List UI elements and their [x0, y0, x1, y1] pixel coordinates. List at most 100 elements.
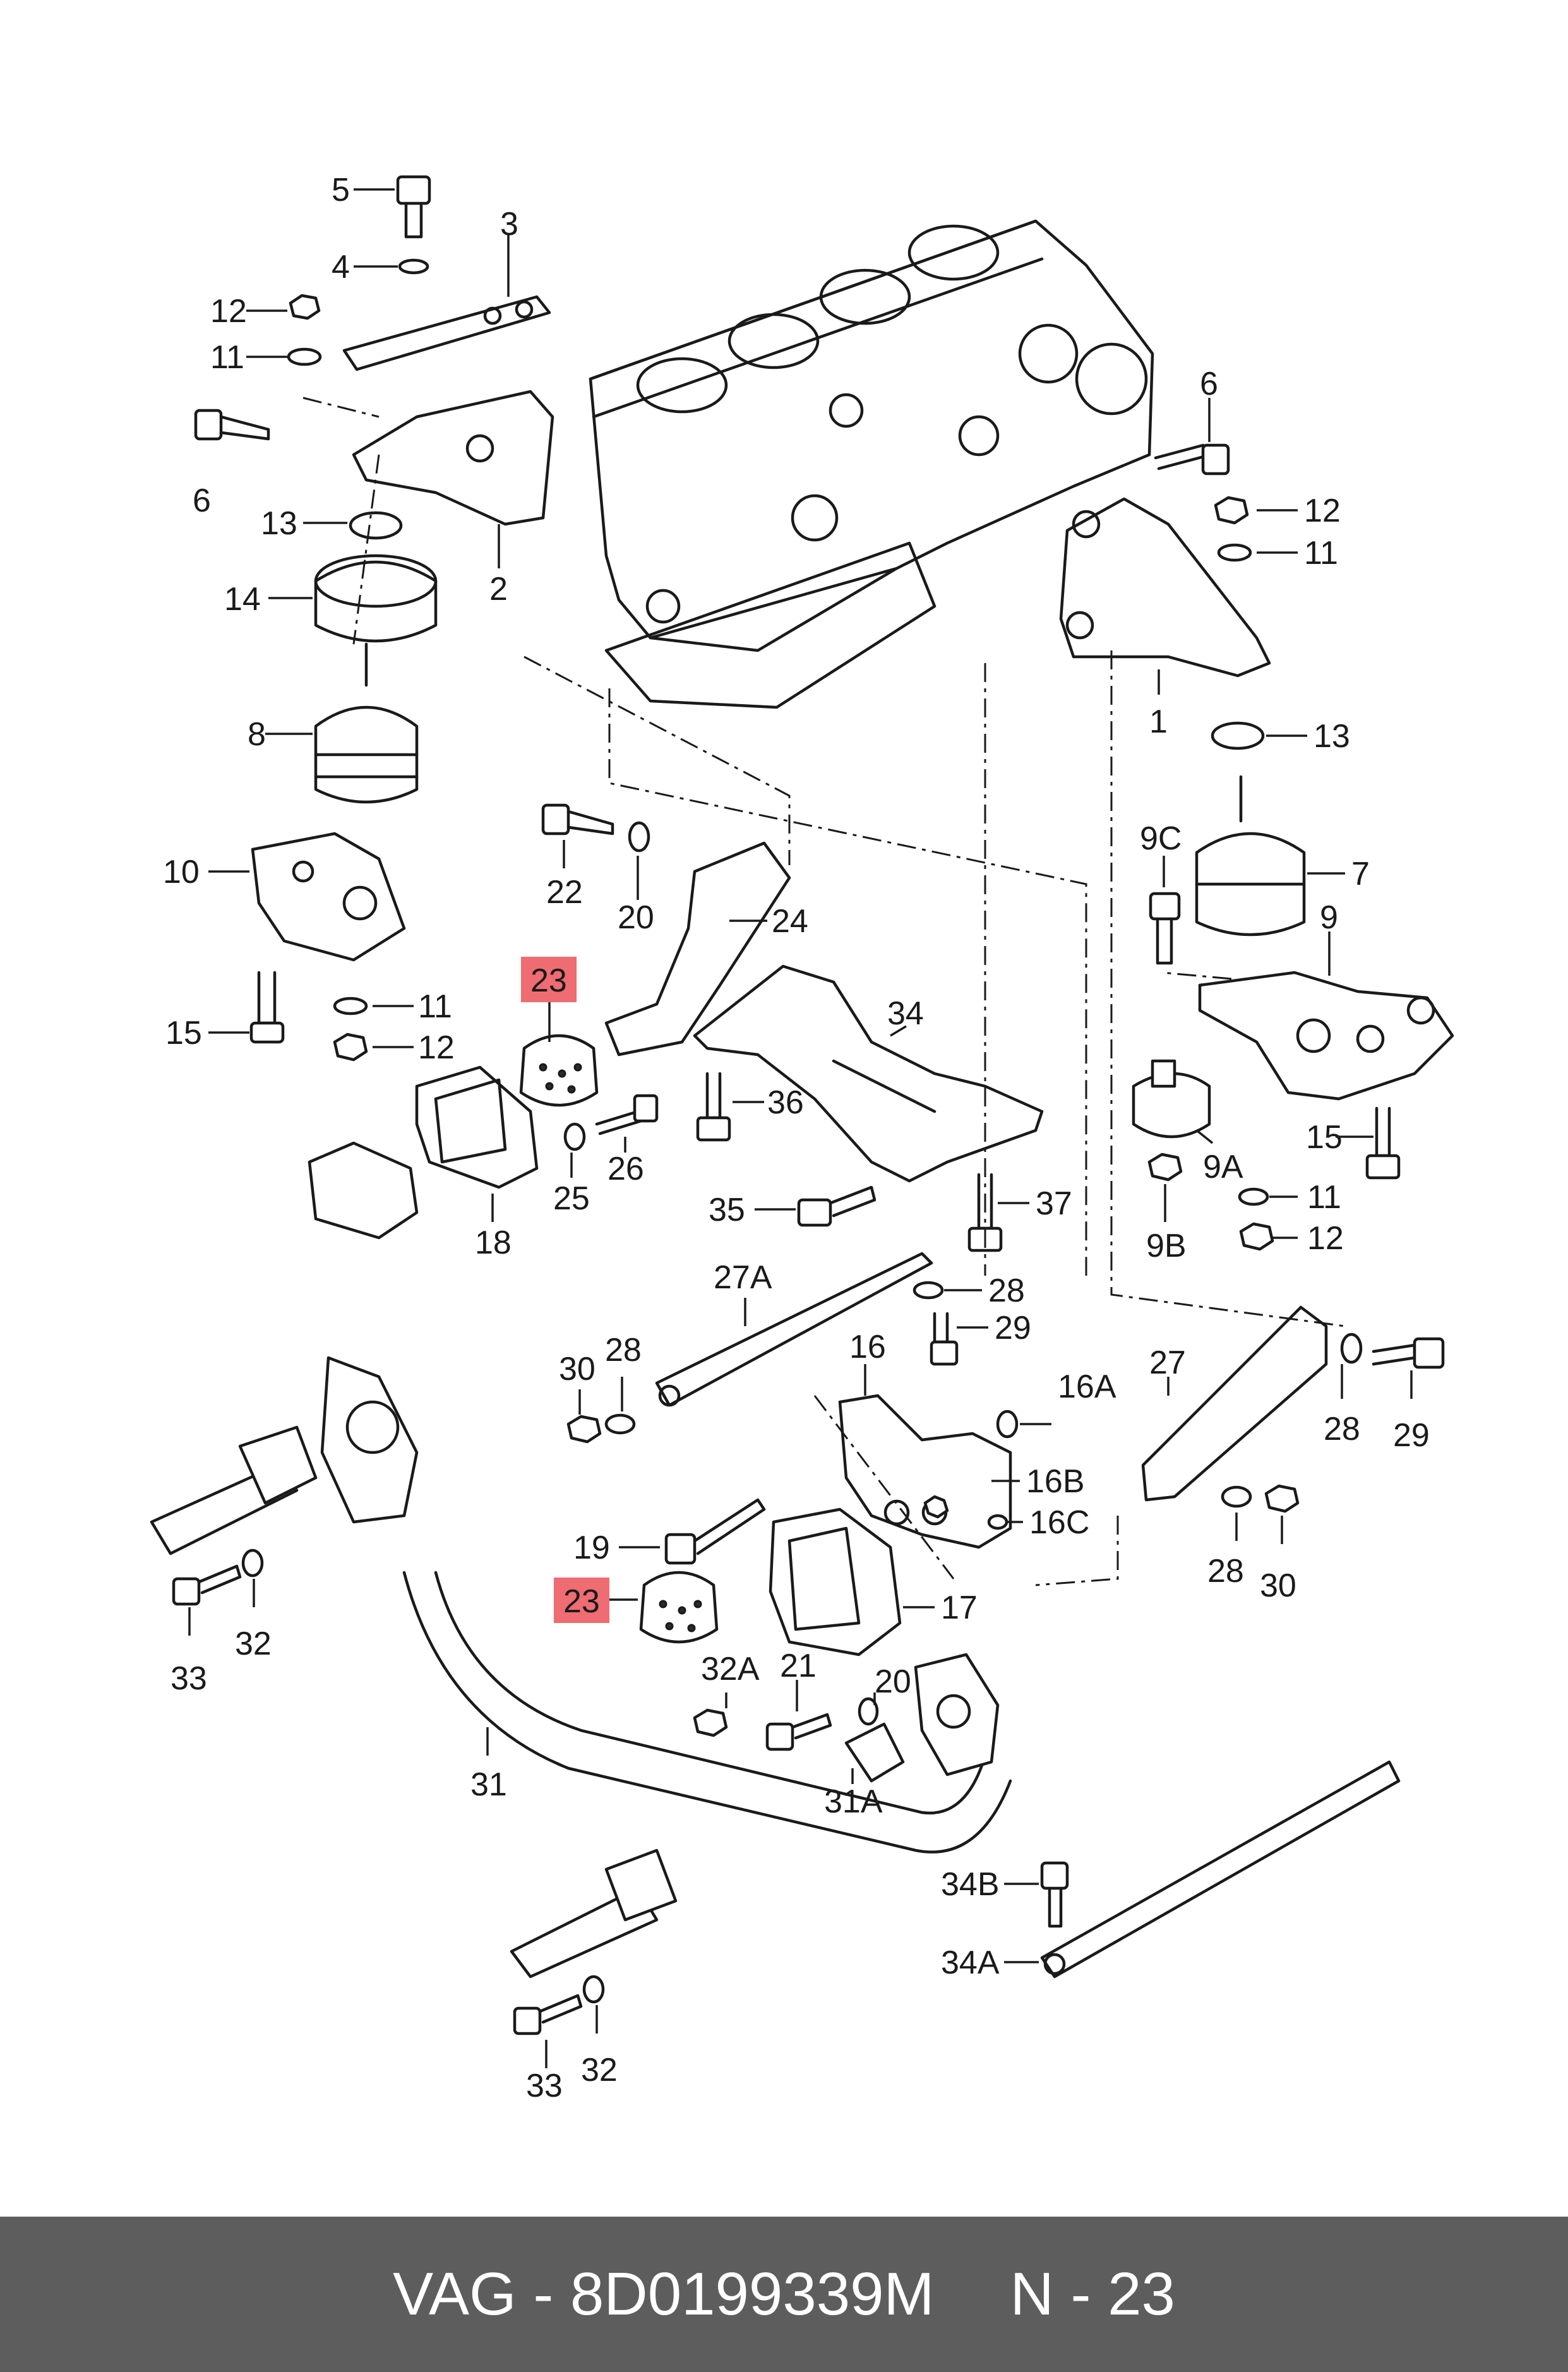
part-9a-buffer [1132, 1059, 1214, 1144]
label-9C: 9C [1140, 820, 1182, 857]
label-12: 12 [418, 1029, 455, 1066]
part-9c-bolt [1149, 856, 1181, 965]
label-6: 6 [1200, 366, 1218, 402]
label-36: 36 [767, 1084, 804, 1121]
label-33: 33 [171, 1660, 207, 1697]
part-34a-strut [1004, 1760, 1401, 1979]
label-27A: 27A [714, 1259, 772, 1296]
part-11-washer-c [1217, 543, 1298, 562]
part-12-nut-a [246, 294, 321, 320]
highlight-23-b [554, 1578, 609, 1623]
part-31a-clip [844, 1722, 905, 1784]
left-support-arm-upper [150, 1425, 318, 1555]
label-12: 12 [1304, 493, 1341, 529]
part-29-bolt-b [1372, 1337, 1445, 1399]
part-13-washer-b [1211, 721, 1307, 750]
label-29: 29 [995, 1310, 1031, 1346]
part-33-bolt-a [172, 1564, 242, 1636]
label-17: 17 [941, 1590, 978, 1626]
label-26: 26 [607, 1151, 644, 1187]
part-28-washer-d [1221, 1485, 1252, 1541]
part-23-bushing-b [606, 1571, 719, 1644]
label-13: 13 [1314, 718, 1350, 755]
label-28: 28 [1324, 1411, 1360, 1447]
label-28: 28 [605, 1332, 642, 1369]
label-20: 20 [875, 1663, 911, 1700]
label-29: 29 [1393, 1417, 1430, 1454]
part-1-bracket [1059, 497, 1271, 695]
part-10-bracket [208, 832, 406, 962]
label-11: 11 [210, 339, 244, 376]
label-12: 12 [1307, 1220, 1344, 1257]
label-16A: 16A [1058, 1369, 1116, 1405]
label-5: 5 [332, 172, 350, 208]
label-12: 12 [210, 293, 247, 330]
part-20-washer-b [858, 1692, 879, 1726]
label-33: 33 [526, 2068, 563, 2104]
label-19: 19 [573, 1530, 610, 1566]
part-23-bushing-a [519, 1001, 599, 1107]
part-37-bolt [967, 1173, 1029, 1252]
part-13-washer-a [303, 511, 403, 540]
label-35: 35 [709, 1192, 745, 1228]
part-29-bolt-a [930, 1312, 988, 1366]
label-2: 2 [489, 571, 508, 608]
part-27-strut [1141, 1305, 1328, 1502]
label-28: 28 [988, 1273, 1025, 1309]
part-27a-strut [655, 1252, 933, 1407]
part-7-engine-mount [1195, 775, 1345, 937]
part-number-footer: VAG - 8D0199339M N - 23 [0, 2217, 1568, 2372]
part-3-plate [342, 234, 551, 371]
left-support-arm-lower [510, 1848, 678, 1979]
label-34B: 34B [941, 1866, 1000, 1903]
part-14-buffer [268, 554, 438, 643]
label-27: 27 [1149, 1345, 1186, 1381]
part-6-bolt-b [1154, 398, 1230, 476]
part-15-bolt-b [1336, 1106, 1401, 1180]
part-22-bolt [541, 803, 614, 868]
label-9B: 9B [1146, 1228, 1187, 1264]
label-9: 9 [1320, 899, 1338, 936]
part-28-washer-a [913, 1281, 982, 1300]
label-6: 6 [193, 482, 211, 519]
part-2-bracket [352, 390, 554, 568]
label-25: 25 [553, 1180, 590, 1217]
part-21-bolt [765, 1680, 832, 1751]
part-6-bolt-a [194, 409, 270, 441]
label-9A: 9A [1203, 1149, 1243, 1185]
label-14: 14 [224, 581, 261, 618]
label-10: 10 [163, 854, 200, 890]
label-8: 8 [248, 716, 266, 753]
label-31: 31 [470, 1766, 507, 1803]
engine-block [589, 219, 1154, 709]
part-16-bracket [838, 1364, 1012, 1549]
label-15: 15 [165, 1015, 202, 1051]
label-31A: 31A [824, 1783, 883, 1820]
label-32: 32 [581, 2052, 618, 2088]
part-24-bracket [604, 841, 791, 1057]
label-11: 11 [418, 988, 452, 1025]
part-16b-nut [923, 1480, 1020, 1519]
label-20: 20 [618, 899, 654, 936]
label-23: 23 [563, 1583, 600, 1620]
part-36-bolt [696, 1072, 764, 1142]
label-28: 28 [1207, 1553, 1244, 1590]
part-34b-bolt [1004, 1861, 1069, 1928]
highlight-23-a [521, 957, 577, 1002]
label-23: 23 [530, 962, 567, 999]
part-11-washer-d [1238, 1187, 1298, 1206]
part-12-nut-c [1214, 496, 1298, 525]
label-30: 30 [1260, 1567, 1296, 1604]
part-17-mount [769, 1507, 935, 1656]
part-32a-nut [693, 1692, 728, 1737]
part-32-washer-a [241, 1548, 264, 1607]
label-4: 4 [332, 249, 350, 285]
part-15-bolt-a [208, 971, 285, 1044]
label-37: 37 [1036, 1185, 1072, 1222]
part-16a-washer [996, 1410, 1051, 1439]
callout-labels: 5 4 3 12 11 6 13 2 14 8 10 15 11 12 22 2… [163, 172, 1430, 2104]
label-1: 1 [1149, 704, 1168, 740]
part-34-crossmember [693, 964, 1044, 1183]
part-28-washer-b [604, 1377, 636, 1435]
label-18: 18 [475, 1225, 512, 1261]
